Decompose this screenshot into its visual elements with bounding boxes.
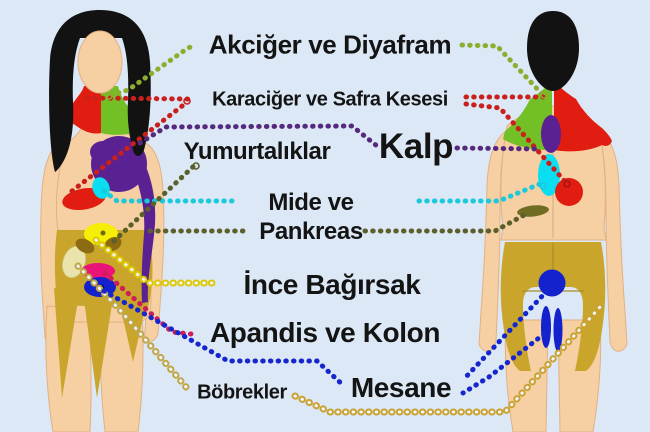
stomach-area-back [538,154,560,196]
front-hair [49,10,151,172]
heart-area-back [541,115,561,153]
label-stomach-line2: Pankreas [259,218,363,245]
line-endcap-rings [105,91,571,190]
line-heart-left [137,123,380,149]
line-liver-left-diagonal [69,100,189,194]
connector-lines [69,42,604,416]
line-lungs-right [459,42,545,97]
back-hair [527,11,579,91]
bladder-area-back-strip2 [553,308,563,352]
line-lungs-left [108,42,199,98]
duodenum-left-oval [75,238,95,254]
label-ovaries: Yumurtalıklar [183,138,331,165]
label-stomach-line1: Mide ve [268,189,354,216]
heart-area-front2 [90,141,116,163]
label-heart: Kalp [378,127,454,166]
liver-area-back [555,178,583,206]
line-bladder-right-lower [460,331,547,396]
label-bladder: Mesane [350,372,452,403]
figure-front [40,10,165,432]
front-face [77,30,123,94]
bladder-area-back-strip1 [541,306,551,348]
label-liver-gallbladder: Karaciğer ve Safra Kesesi [212,88,448,111]
line-bladder-left [101,288,347,389]
label-kidneys: Böbrekler [197,381,287,404]
label-appendix-colon: Apandis ve Kolon [209,317,441,348]
label-lungs-diaphragm: Akciğer ve Diyafram [208,29,452,60]
bladder-area-back-circle [538,269,566,297]
back-right-arm [598,131,628,352]
label-small-intestine: İnce Bağırsak [243,269,421,300]
small-intestine-dot [100,230,106,236]
line-bladder-right-upper [460,288,550,383]
line-pancreas-left-diagonal [111,161,199,244]
line-pancreas-right [362,211,529,234]
neck-red-area-back [554,80,612,152]
line-stomach-left [101,188,239,204]
pelvis-gold-area-back [500,242,606,371]
line-stomach-right [416,180,545,204]
line-liver-left-horizontal [84,95,191,102]
neck-green-area-back [503,80,552,151]
line-appendix [102,270,194,337]
line-heart-right [454,145,542,152]
label-stomach-pancreas: Mide ve Pankreas [259,188,363,246]
heart-band [129,148,156,303]
